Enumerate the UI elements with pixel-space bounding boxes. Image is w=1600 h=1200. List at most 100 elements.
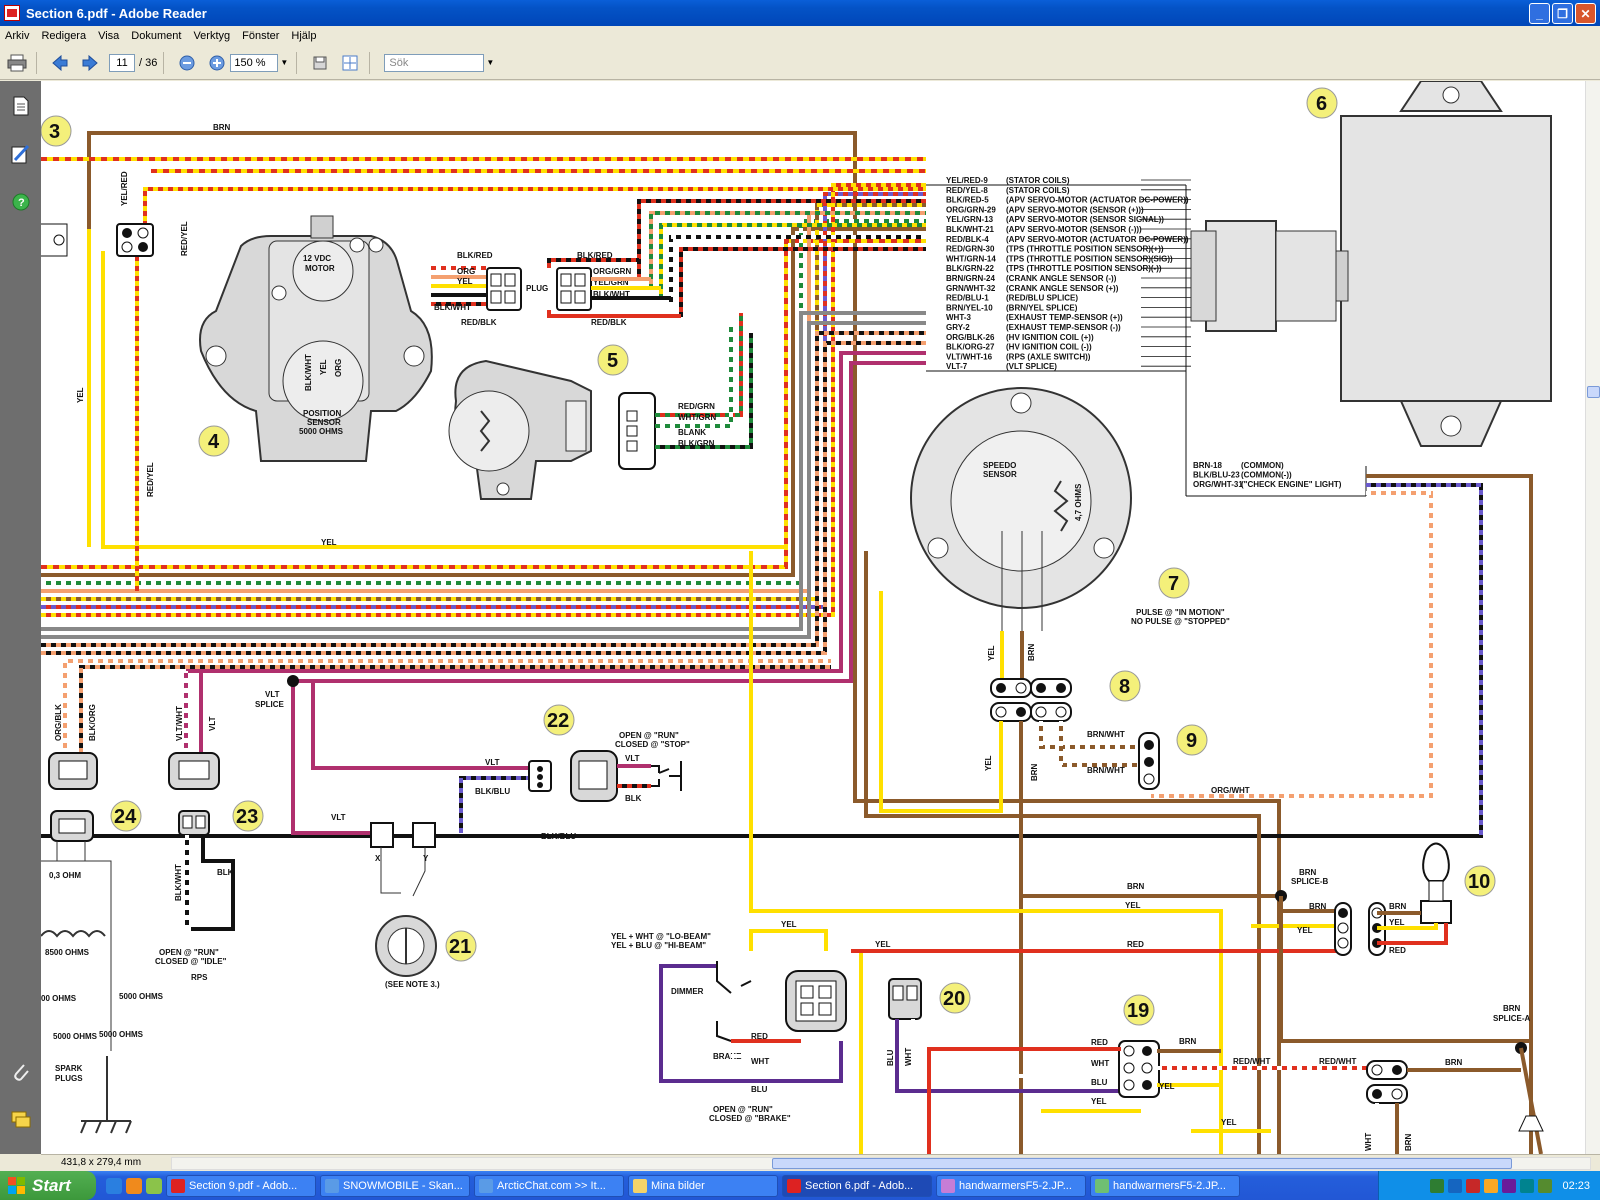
toolbar: 11 / 36 150 % ▼ Sök ▼ [0,46,1600,80]
svg-text:5000 OHMS: 5000 OHMS [299,427,344,436]
menu-visa[interactable]: Visa [98,30,120,42]
menu-dokument[interactable]: Dokument [131,30,182,42]
badge-10 [1464,865,1496,897]
ecu-wire-id: GRN/WHT-32 [946,284,996,293]
fit-page-icon[interactable] [337,51,363,75]
close-button[interactable]: ✕ [1575,3,1596,24]
badge-4 [198,425,230,457]
menu-redigera[interactable]: Redigera [41,30,87,42]
tray-icon-4[interactable] [1484,1178,1499,1193]
internet-explorer-icon[interactable] [106,1177,122,1194]
svg-text:WHT: WHT [1364,1133,1373,1151]
restore-button[interactable]: ❐ [1552,3,1573,24]
task-mina-bilder[interactable]: Mina bilder [628,1174,778,1197]
task-snowmobile[interactable]: SNOWMOBILE - Skan... [320,1174,470,1197]
zoom-dropdown-icon[interactable]: ▼ [280,58,289,67]
tray-icon-7[interactable] [1538,1178,1553,1193]
connector-21-harness [370,822,436,897]
svg-text:YEL: YEL [984,755,993,771]
firefox-icon[interactable] [126,1177,142,1194]
connector-22 [528,750,618,802]
svg-text:YEL: YEL [1389,918,1405,927]
label-red-yel: RED/YEL [180,221,189,256]
svg-text:BLU: BLU [886,1049,895,1066]
ecu-wire-id: BRN/YEL-10 [946,303,993,312]
svg-text:0,3 OHM: 0,3 OHM [49,871,81,880]
next-page-icon[interactable] [77,51,103,75]
svg-text:22: 22 [547,710,569,732]
task-handwarmers-2[interactable]: handwarmersF5-2.JP... [1090,1174,1240,1197]
document-viewport[interactable]: .w { fill: none; stroke-width: 4; } BRN [41,81,1585,1154]
component-5-tps [448,359,592,500]
zoom-in-icon[interactable] [204,51,230,75]
vertical-scroll-thumb[interactable] [1587,386,1600,398]
tray-icon-3[interactable] [1466,1178,1481,1193]
search-dropdown-icon[interactable]: ▼ [486,58,495,67]
ecu-wire-desc: (STATOR COILS) [1006,186,1070,195]
task-section6[interactable]: Section 6.pdf - Adob... [782,1174,932,1197]
badge-3 [41,115,72,147]
tray-icon-5[interactable] [1502,1178,1517,1193]
ecu-wire-desc: (TPS (THROTTLE POSITION SENSOR)(+)) [1006,245,1164,254]
ecu-wire-desc: (APV SERVO-MOTOR (SENSOR (-))) [1006,225,1142,234]
ecu2-wire-id: BLK/BLU-23 [1193,471,1240,480]
ecu-wire-id: WHT/GRN-14 [946,254,996,263]
start-button[interactable]: Start [0,1171,96,1200]
svg-text:CLOSED @ "BRAKE": CLOSED @ "BRAKE" [709,1114,791,1123]
show-desktop-icon[interactable] [146,1177,162,1194]
tray-icon-2[interactable] [1448,1178,1463,1193]
horizontal-scrollbar[interactable] [171,1157,1591,1170]
menu-fonster[interactable]: Fönster [242,30,280,42]
task-section9[interactable]: Section 9.pdf - Adob... [166,1174,316,1197]
svg-text:YEL: YEL [1221,1118,1237,1127]
svg-text:BLK/ORG: BLK/ORG [88,704,97,741]
svg-text:SPEEDO: SPEEDO [983,461,1016,470]
menu-verktyg[interactable]: Verktyg [193,30,231,42]
comments-icon[interactable] [10,1109,32,1131]
svg-text:BRN: BRN [1030,763,1039,781]
ecu-wire-id: ORG/BLK-26 [946,333,995,342]
svg-text:DIMMER: DIMMER [671,987,704,996]
zoom-out-icon[interactable] [174,51,200,75]
svg-text:RED: RED [1127,940,1144,949]
svg-text:BRN: BRN [1299,868,1317,877]
signature-icon[interactable] [10,143,32,165]
svg-text:YEL: YEL [457,277,473,286]
zoom-level-input[interactable]: 150 % [230,53,279,72]
svg-text:8500 OHMS: 8500 OHMS [45,948,90,957]
menu-arkiv[interactable]: Arkiv [5,30,30,42]
ecu-wire-id: BLK/ORG-27 [946,343,995,352]
svg-text:BLU: BLU [751,1085,768,1094]
harness-bundle [41,183,926,683]
svg-text:WHT: WHT [904,1048,913,1066]
save-icon[interactable] [307,51,333,75]
badge-21 [445,930,477,962]
task-arcticchat[interactable]: ArcticChat.com >> It... [474,1174,624,1197]
help-icon[interactable]: ? [10,191,32,213]
connector-24 [48,752,98,842]
wiring-diagram: .w { fill: none; stroke-width: 4; } BRN [41,81,1552,1154]
tray-icon-1[interactable] [1430,1178,1445,1193]
menu-bar: Arkiv Redigera Visa Dokument Verktyg Fön… [0,26,1600,46]
tray-icon-6[interactable] [1520,1178,1535,1193]
svg-text:19: 19 [1127,1000,1149,1022]
svg-text:CLOSED @ "IDLE": CLOSED @ "IDLE" [155,957,227,966]
svg-text:5000 OHMS: 5000 OHMS [119,992,164,1001]
page-number-input[interactable]: 11 [109,53,135,72]
svg-text:BRN: BRN [1309,902,1327,911]
attachment-icon[interactable] [10,1061,32,1083]
task-handwarmers-1[interactable]: handwarmersF5-2.JP... [936,1174,1086,1197]
label-brn-top: BRN [213,123,231,132]
svg-text:10: 10 [1468,871,1490,893]
pages-icon[interactable] [10,95,32,117]
label-yel-bottom: YEL [321,538,337,547]
status-bar: 431,8 x 279,4 mm [41,1154,1600,1171]
menu-hjalp[interactable]: Hjälp [291,30,317,42]
minimize-button[interactable]: _ [1529,3,1550,24]
search-input[interactable]: Sök [384,53,485,72]
svg-text:VLT: VLT [331,813,346,822]
vertical-scrollbar[interactable] [1585,81,1600,1154]
horizontal-scroll-thumb[interactable] [772,1158,1512,1169]
previous-page-icon[interactable] [47,51,73,75]
print-icon[interactable] [4,51,30,75]
